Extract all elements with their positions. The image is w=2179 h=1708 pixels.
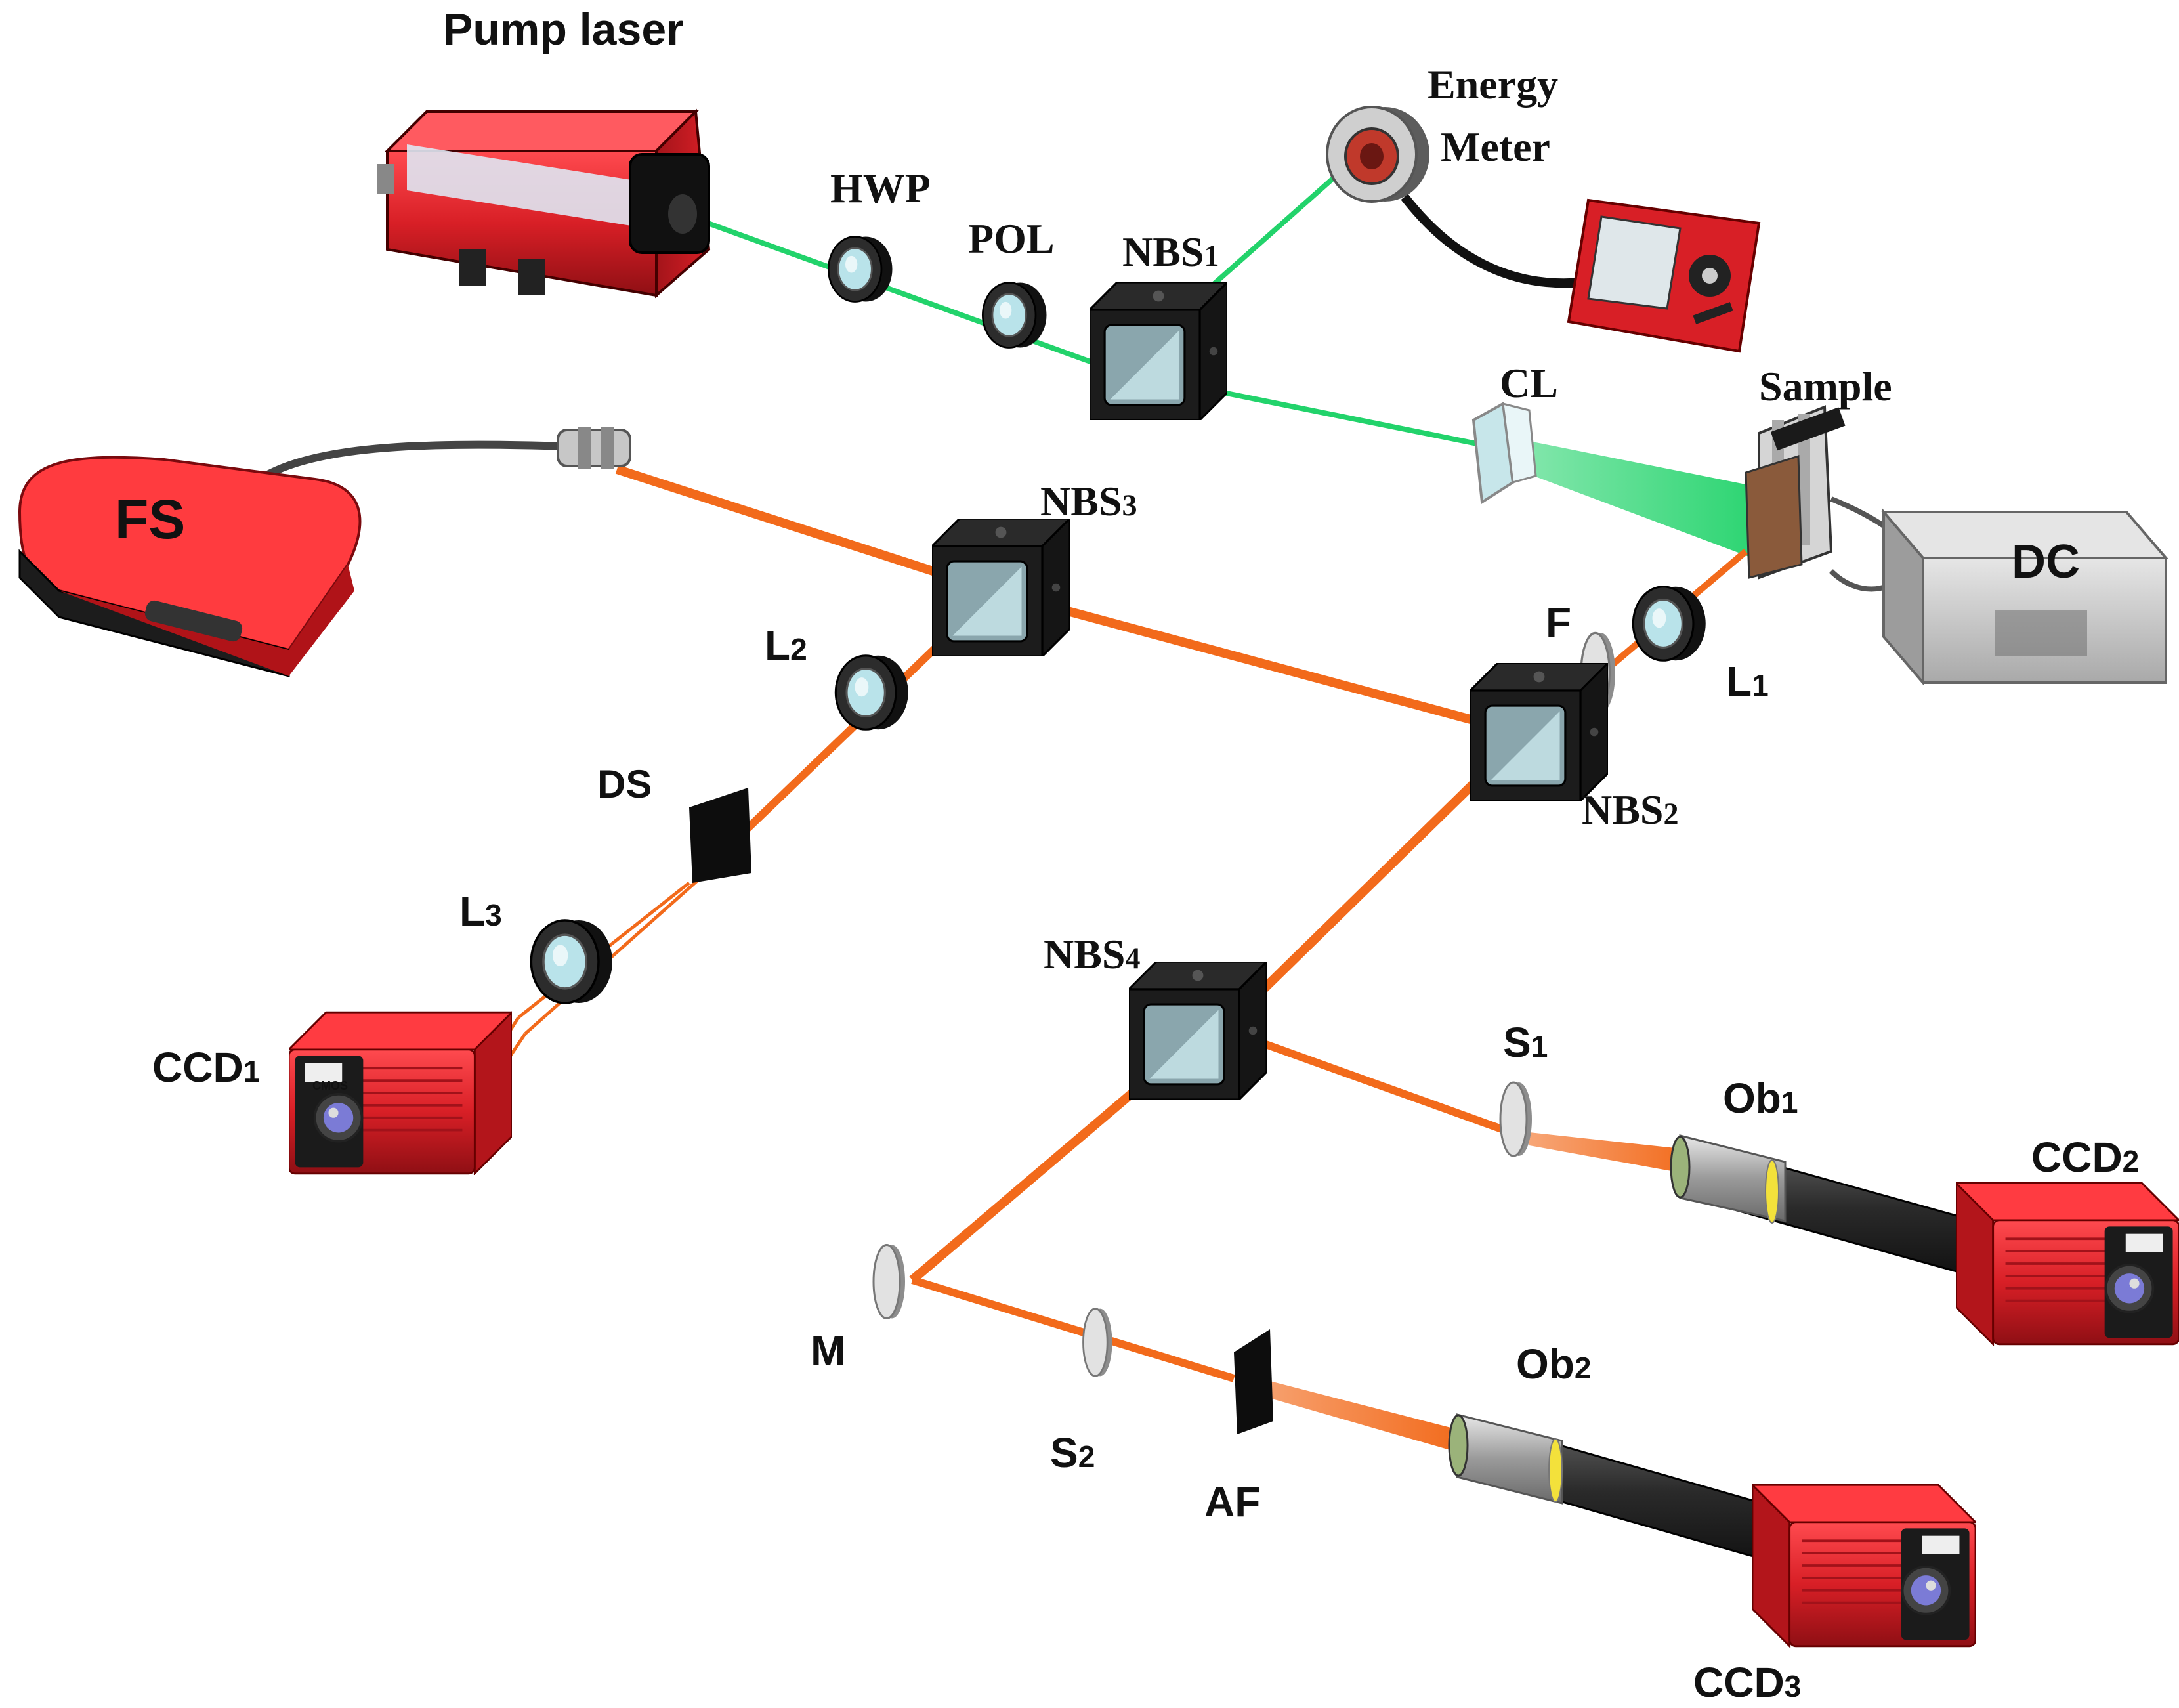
hwp-mount <box>827 236 893 303</box>
ds-label: DS <box>597 762 652 806</box>
energy-meter-cable <box>1401 194 1582 288</box>
ob1-objective <box>1670 1134 1977 1278</box>
sample-holder <box>1745 405 1846 580</box>
ob2-objective <box>1448 1413 1787 1567</box>
dc-label: DC <box>2012 536 2080 588</box>
polarizer-mount <box>981 282 1047 349</box>
ccd2-camera <box>1956 1182 2179 1346</box>
s1-label: S1 <box>1503 1019 1548 1066</box>
cl-label: CL <box>1500 360 1558 406</box>
nbs2-label: NBS2 <box>1582 786 1679 833</box>
cylindrical-lens <box>1471 401 1537 505</box>
ds-aperture <box>689 788 751 883</box>
nbs1-cube <box>1090 282 1227 420</box>
shutter-s2 <box>1082 1308 1113 1377</box>
nbs4-label: NBS4 <box>1044 931 1141 977</box>
ccd1-camera-badge: CMOS <box>312 1079 348 1092</box>
fs-label: FS <box>115 488 185 550</box>
ccd3-label: CCD3 <box>1693 1659 1801 1706</box>
energy-meter-label-line2: Meter <box>1441 123 1550 170</box>
ccd1-label: CCD1 <box>152 1044 260 1091</box>
energy-meter-head <box>1326 106 1429 203</box>
l1-label: L1 <box>1726 658 1769 705</box>
pol-label: POL <box>968 215 1055 262</box>
sample-label: Sample <box>1759 363 1892 410</box>
s2-label: S2 <box>1050 1429 1095 1476</box>
energy-meter-label-line1: Energy <box>1428 61 1558 108</box>
m-label: M <box>811 1327 845 1375</box>
ob1-label: Ob1 <box>1723 1075 1798 1122</box>
nbs3-label: NBS3 <box>1040 478 1137 524</box>
mirror-m <box>872 1243 906 1320</box>
pump-laser-label: Pump laser <box>443 5 684 54</box>
energy-meter-display <box>1567 198 1761 353</box>
hwp-label: HWP <box>830 165 931 211</box>
fs-spectrometer <box>18 456 362 677</box>
pump-laser-device <box>377 108 711 299</box>
f-label: F <box>1546 599 1571 646</box>
l3-label: L3 <box>459 887 502 935</box>
l1-lens-mount <box>1632 586 1707 662</box>
nbs2-cube <box>1470 663 1608 801</box>
nbs1-label: NBS1 <box>1122 228 1219 275</box>
l2-label: L2 <box>765 622 807 669</box>
nbs3-cube <box>932 519 1070 656</box>
dc-controller <box>1880 508 2169 687</box>
ob2-label: Ob2 <box>1516 1340 1592 1388</box>
l3-lens-mount <box>530 919 614 1004</box>
ccd2-label: CCD2 <box>2031 1134 2139 1181</box>
af-filter <box>1234 1329 1273 1434</box>
fs-fiber-connector <box>557 427 631 469</box>
l2-lens-mount <box>834 654 910 731</box>
ccd3-camera <box>1752 1484 1976 1648</box>
shutter-s1 <box>1499 1081 1533 1157</box>
ccd1-camera <box>289 1011 512 1175</box>
af-label: AF <box>1204 1478 1260 1526</box>
nbs4-cube <box>1129 962 1267 1100</box>
